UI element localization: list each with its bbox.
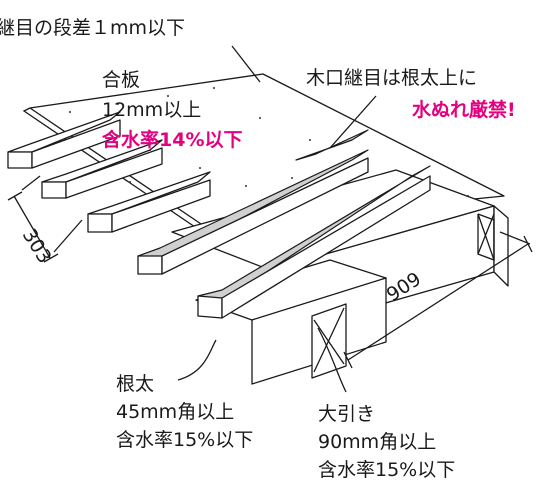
joist-5 <box>197 165 431 319</box>
step-label: 継目の段差１mm以下 <box>0 17 185 39</box>
beam-title: 大引き <box>318 403 375 425</box>
joist-moisture: 含水率15%以下 <box>116 429 253 451</box>
plywood-title: 合板 <box>102 69 140 91</box>
beam-size: 90mm角以上 <box>318 431 436 453</box>
butt-joint-label: 木口継目は根太上に <box>306 67 477 89</box>
dim-303 <box>7 175 83 263</box>
joist-1 <box>7 111 121 169</box>
joist-2 <box>41 139 163 199</box>
no-wet-warning: 水ぬれ厳禁! <box>412 98 516 121</box>
plywood-moisture: 含水率14%以下 <box>102 128 242 151</box>
plywood-thickness: 12mm以上 <box>102 99 201 121</box>
beam-moisture: 含水率15%以下 <box>318 459 455 481</box>
dim-303-label: 303 <box>18 225 56 267</box>
leader-lines <box>177 45 377 393</box>
dim-909 <box>343 231 533 369</box>
joist-back <box>295 129 369 161</box>
joist-3 <box>87 171 211 233</box>
joist-4 <box>137 149 369 275</box>
joist-size: 45mm角以上 <box>116 401 234 423</box>
beam-front <box>195 259 387 385</box>
joist-title: 根太 <box>116 373 154 395</box>
